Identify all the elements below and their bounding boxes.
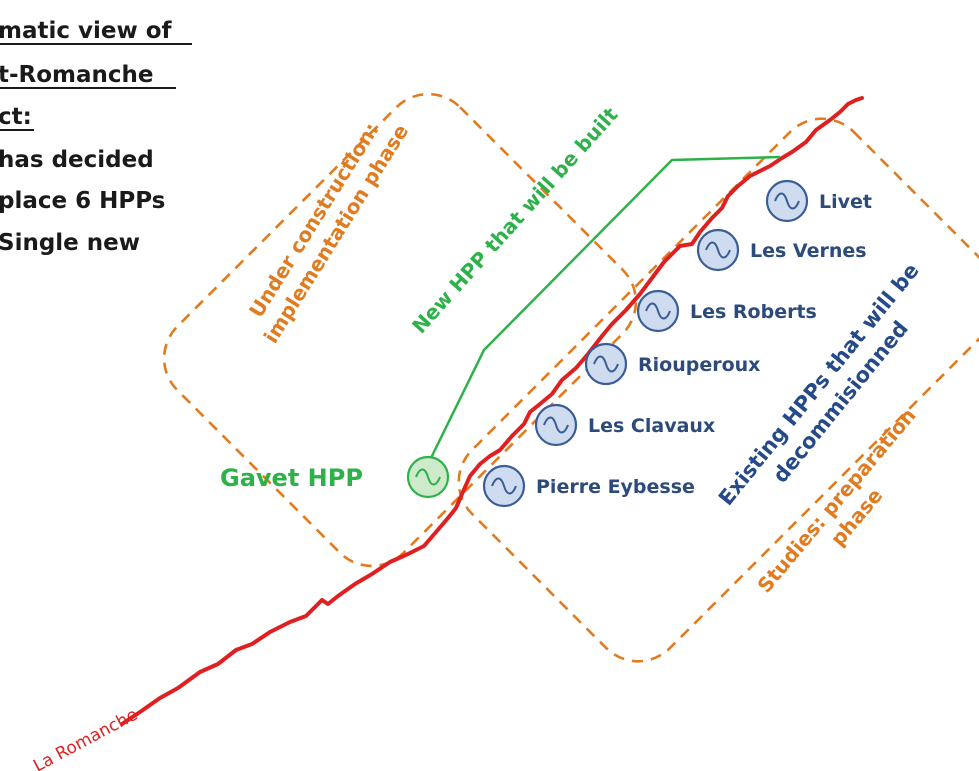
- pierre-eybesse-generator-icon: [491, 477, 517, 495]
- hpp-station-les-roberts: Les Roberts: [636, 289, 817, 333]
- les-roberts-label: Les Roberts: [690, 301, 817, 323]
- body-line-1: has decided: [0, 147, 154, 173]
- riouperoux-label: Riouperoux: [638, 354, 760, 376]
- riouperoux-generator-icon: [593, 355, 619, 373]
- hpp-station-pierre-eybesse: Pierre Eybesse: [482, 464, 695, 508]
- new-hpp-connector: [428, 155, 781, 461]
- diagram-title: matic view of t-Romanche ct:: [0, 18, 192, 131]
- new-hpp-label: New HPP that will be built: [407, 102, 623, 338]
- body-line-2: place 6 HPPs: [0, 188, 165, 214]
- construction-zone-box: [162, 92, 638, 568]
- les-vernes-generator-icon: [705, 241, 731, 259]
- gavet-hpp-label: Gavet HPP: [220, 464, 363, 492]
- title-line-1: matic view of: [0, 18, 173, 44]
- title-line-3: ct:: [0, 104, 32, 130]
- construction-zone-label-line-2: implementation phase: [259, 120, 413, 347]
- existing-hpps-label-line-1: Existing HPPs that will be: [714, 259, 924, 510]
- pierre-eybesse-label: Pierre Eybesse: [536, 476, 695, 498]
- construction-zone-label: Under construction: implementation phase: [244, 118, 413, 347]
- studies-zone-box: [457, 117, 979, 663]
- les-vernes-label: Les Vernes: [750, 240, 867, 262]
- decision-text: has decided place 6 HPPs Single new: [0, 147, 165, 256]
- les-clavaux-generator-icon: [543, 416, 569, 434]
- hpp-station-les-clavaux: Les Clavaux: [534, 403, 715, 447]
- gavet-hpp-icon-wave: [415, 468, 441, 486]
- hpp-station-riouperoux: Riouperoux: [584, 342, 760, 386]
- livet-generator-icon: [774, 192, 800, 210]
- livet-label: Livet: [819, 191, 872, 213]
- river-label: La Romanche: [30, 705, 141, 771]
- gavet-hpp-icon: [406, 455, 450, 499]
- les-roberts-generator-icon: [645, 302, 671, 320]
- title-line-2: t-Romanche: [0, 62, 154, 88]
- les-clavaux-label: Les Clavaux: [588, 415, 715, 437]
- hpp-station-les-vernes: Les Vernes: [696, 228, 867, 272]
- river-line: [120, 96, 864, 726]
- hpp-station-livet: Livet: [765, 179, 872, 223]
- body-line-3: Single new: [0, 230, 140, 256]
